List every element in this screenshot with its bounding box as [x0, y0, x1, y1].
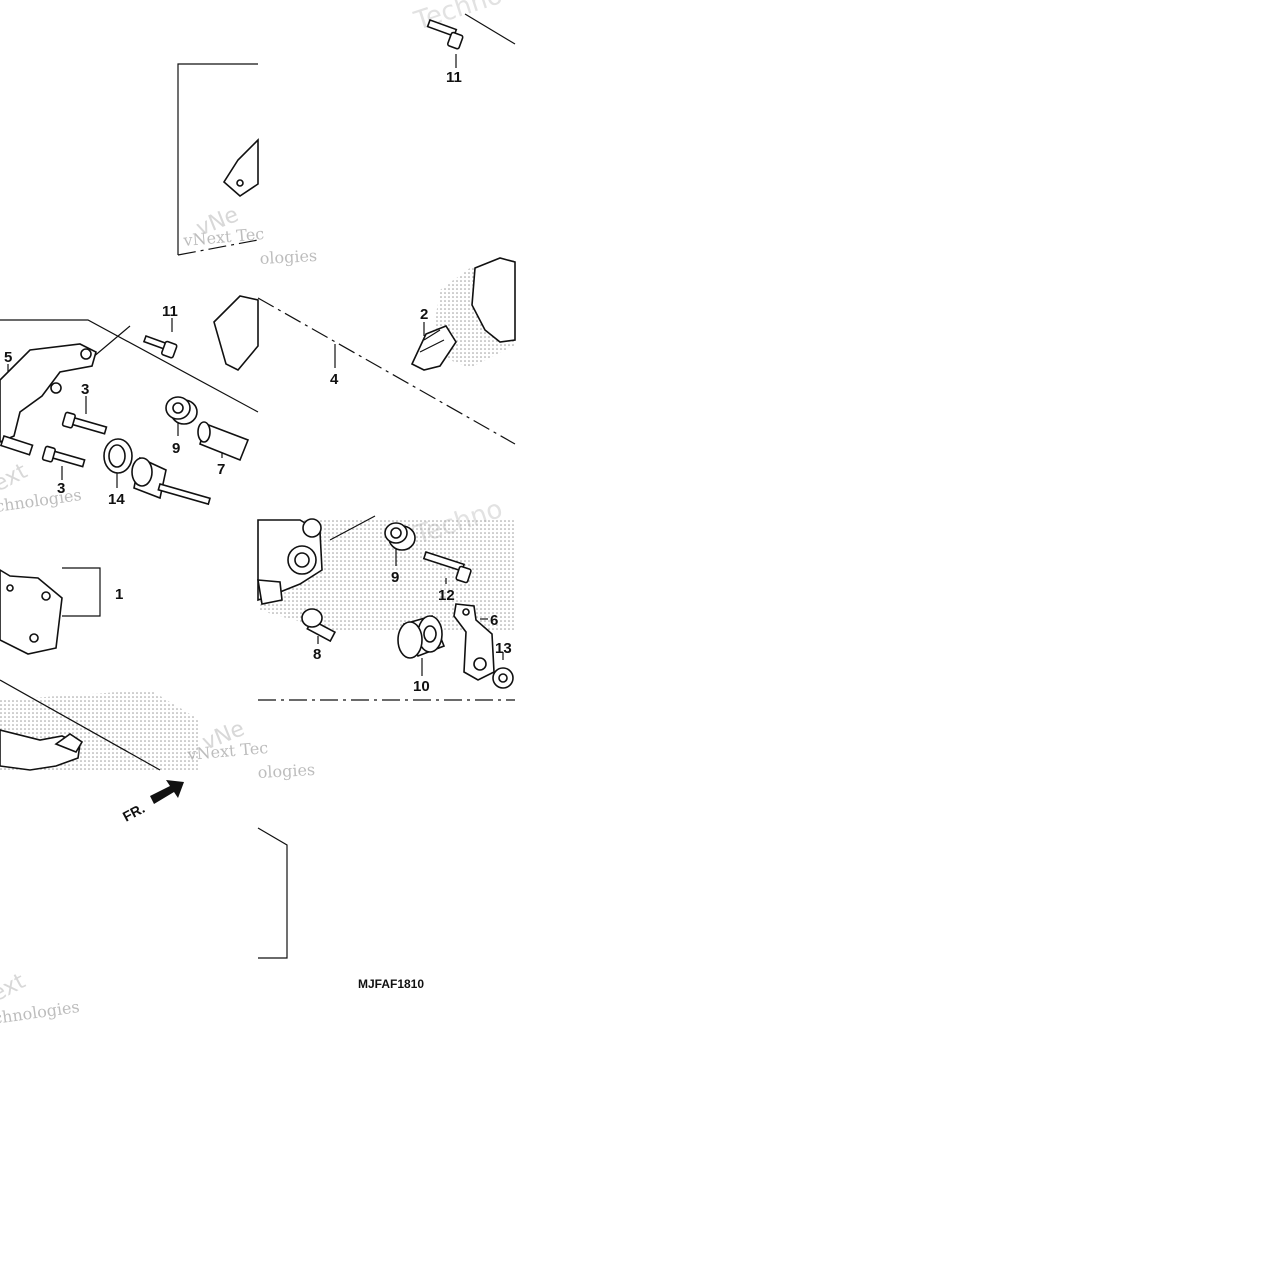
direction-label: FR. — [120, 800, 147, 825]
panel-part — [213, 295, 259, 371]
watermark-text: chnologies — [0, 997, 81, 1028]
callout-1: 1 — [115, 586, 123, 603]
bolt-12 — [422, 550, 472, 584]
callout-5: 5 — [4, 349, 12, 366]
bolt-3-upper — [61, 411, 108, 435]
watermark-text: ext — [0, 969, 30, 1008]
spacer-7 — [197, 421, 250, 462]
callout-6: 6 — [490, 612, 498, 629]
bolt-11-mid — [142, 334, 178, 359]
collar-9-lower — [384, 522, 416, 551]
callout-8: 8 — [313, 646, 321, 663]
stay-6 — [453, 603, 495, 681]
bracket-part — [222, 138, 259, 198]
callout-10: 10 — [413, 678, 430, 695]
callout-12: 12 — [438, 587, 455, 604]
callout-2: 2 — [420, 306, 428, 323]
callout-4: 4 — [330, 371, 339, 388]
frame-part — [471, 257, 516, 343]
callout-7: 7 — [217, 461, 225, 478]
callout-11-mid: 11 — [162, 303, 178, 320]
washer-14 — [103, 438, 133, 474]
callout-9-lower: 9 — [391, 569, 399, 586]
engine-part — [257, 518, 323, 605]
frame-part — [0, 729, 81, 771]
callout-9-upper: 9 — [172, 440, 180, 457]
callout-14: 14 — [108, 491, 125, 508]
nut-13 — [492, 667, 514, 689]
callout-3-lower: 3 — [57, 480, 65, 497]
leader-lines — [0, 13, 516, 959]
watermark-text: ologies — [259, 246, 317, 268]
bolt-8 — [301, 608, 337, 643]
clip-2 — [410, 325, 457, 371]
rubber-10 — [397, 615, 446, 659]
collar-9-upper — [165, 396, 198, 425]
plate-1 — [0, 569, 63, 655]
shading-area — [258, 518, 515, 630]
parts-layer — [0, 18, 516, 804]
callout-13: 13 — [495, 640, 512, 657]
front-direction-arrow — [150, 780, 184, 804]
diagram-code: MJFAF1810 — [358, 977, 424, 991]
watermark-text: Techno — [410, 0, 506, 37]
callout-3-upper: 3 — [81, 381, 89, 398]
bolt-11-top — [426, 18, 464, 50]
callout-11-top: 11 — [446, 69, 462, 86]
bolt-3-lower — [41, 445, 86, 468]
mount-with-stud — [131, 456, 211, 506]
watermark-text: ologies — [257, 760, 315, 782]
callouts: 11 11 2 4 5 3 9 7 3 14 1 9 12 6 13 8 10 — [4, 69, 512, 695]
